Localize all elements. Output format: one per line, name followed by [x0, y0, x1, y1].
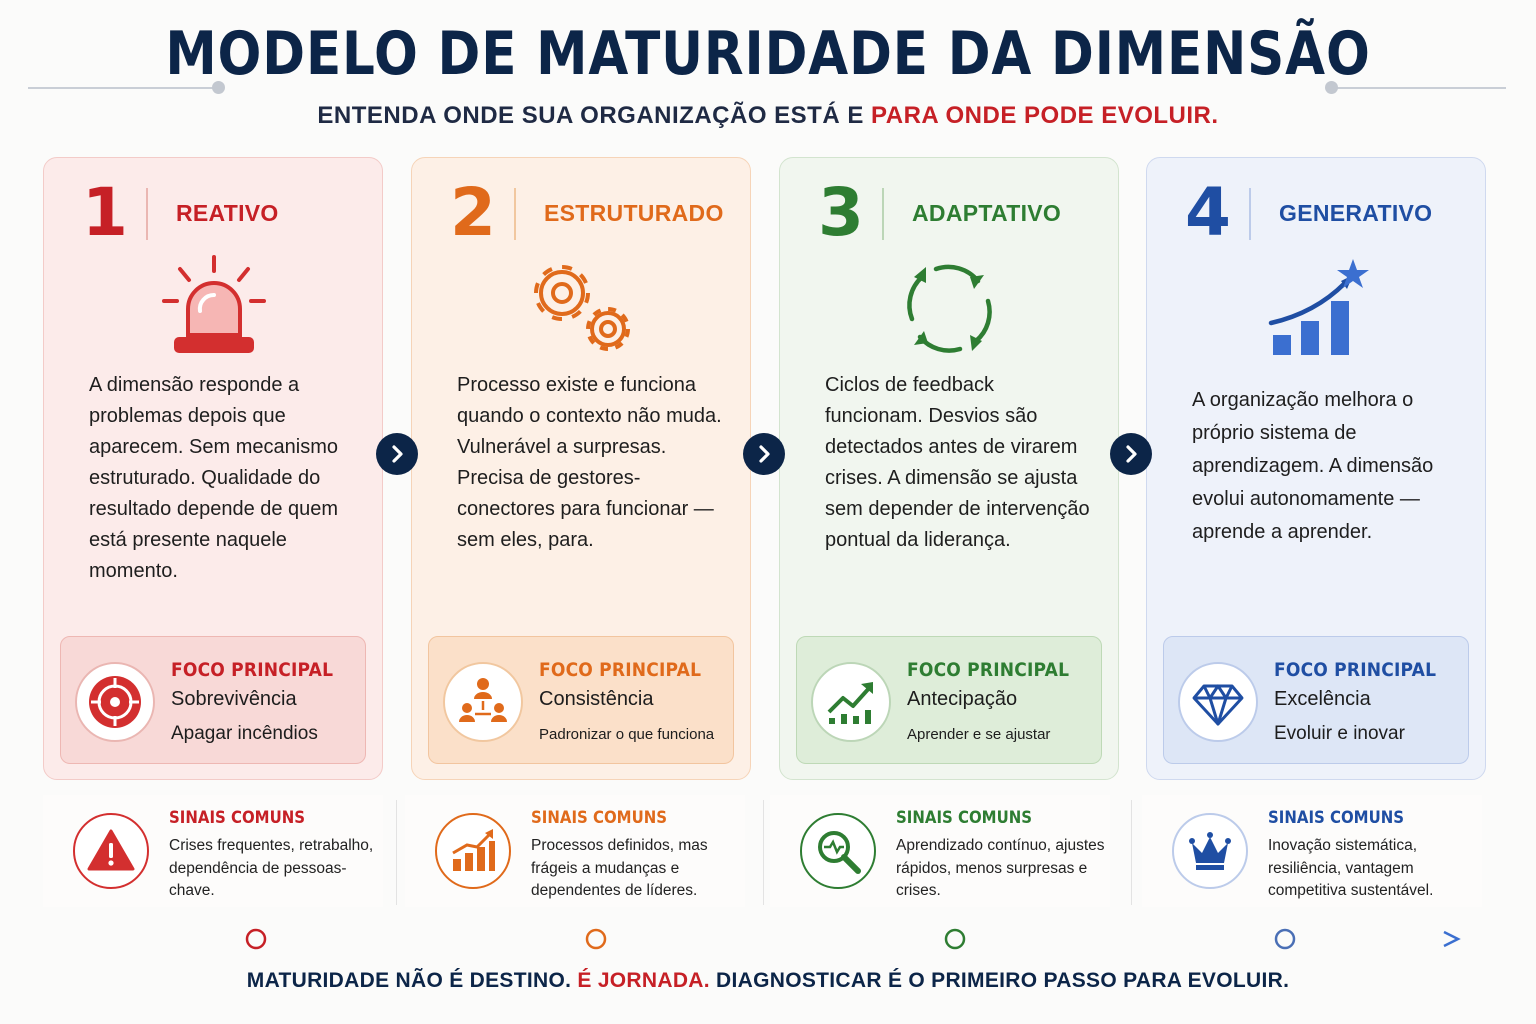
focus-label: FOCO PRINCIPAL [907, 659, 1070, 681]
signals-text: Aprendizado contínuo, ajustes rápidos, m… [896, 837, 1105, 899]
level-divider [514, 188, 516, 240]
subtitle-text: ENTENDA ONDE SUA ORGANIZAÇÃO ESTÁ E [317, 102, 872, 129]
target-icon [89, 676, 141, 728]
focus-icon-wrap [1178, 662, 1258, 742]
page-title: MODELO DE MATURIDADE DA DIMENSÃO [165, 19, 1371, 89]
chevron-right-icon [392, 445, 403, 463]
crown-icon [1189, 832, 1231, 870]
level-name: REATIVO [176, 200, 279, 226]
trend-chart-icon [827, 682, 873, 724]
cycle-arrows-icon [907, 264, 992, 353]
signals-label: SINAIS COMUNS [169, 808, 306, 828]
level-name: GENERATIVO [1279, 200, 1433, 226]
level-card-generativo: 4 GENERATIVO A organização melhora o pró… [1146, 157, 1486, 780]
signals-estruturado: SINAIS COMUNS Processos definidos, mas f… [405, 795, 745, 907]
alarm-siren-icon [162, 255, 266, 353]
focus-main: Antecipação [907, 688, 1018, 710]
signals-text: Inovação sistemática, resiliência, vanta… [1268, 837, 1434, 899]
level-card-reativo: 1 REATIVO A dimensão responde a problema… [43, 157, 383, 780]
focus-sub: Apagar incêndios [171, 723, 318, 744]
signals-divider [1131, 800, 1132, 905]
timeline-node-3 [944, 928, 966, 950]
level-name: ADAPTATIVO [912, 200, 1062, 226]
level-divider [146, 188, 148, 240]
signals-reativo: SINAIS COMUNS Crises frequentes, retraba… [43, 795, 383, 907]
diamond-icon [1192, 684, 1244, 726]
signals-text: Crises frequentes, retrabalho, dependênc… [169, 837, 374, 899]
focus-box: FOCO PRINCIPAL Consistência Padronizar o… [428, 636, 734, 764]
page-subtitle: ENTENDA ONDE SUA ORGANIZAÇÃO ESTÁ E PARA… [0, 102, 1536, 130]
next-level-button-2[interactable] [743, 433, 785, 475]
signals-divider [396, 800, 397, 905]
focus-label: FOCO PRINCIPAL [1274, 659, 1437, 681]
title-decor-dot-right [1325, 81, 1338, 94]
focus-icon-wrap [811, 662, 891, 742]
signals-label: SINAIS COMUNS [531, 808, 668, 828]
title-decor-line-left [28, 87, 218, 89]
chevron-right-icon [759, 445, 770, 463]
level-description: Ciclos de feedback funcionam. Desvios sã… [825, 374, 1090, 551]
signals-divider [763, 800, 764, 905]
gears-icon [534, 265, 630, 351]
focus-main: Excelência [1274, 688, 1371, 710]
footer-highlight: É JORNADA. [577, 969, 710, 992]
focus-box: FOCO PRINCIPAL Sobrevivência Apagar incê… [60, 636, 366, 764]
focus-sub: Evoluir e inovar [1274, 723, 1405, 744]
org-chart-icon [459, 678, 507, 722]
signals-label: SINAIS COMUNS [1268, 808, 1405, 828]
level-card-adaptativo: 3 ADAPTATIVO Ciclos de feedback funciona… [779, 157, 1119, 780]
footer-tagline: MATURIDADE NÃO É DESTINO. É JORNADA. DIA… [0, 969, 1536, 993]
level-number: 2 [450, 174, 496, 251]
next-level-button-3[interactable] [1110, 433, 1152, 475]
timeline-node-2 [585, 928, 607, 950]
level-name: ESTRUTURADO [544, 200, 724, 226]
signals-icon-wrap [800, 813, 876, 889]
level-number: 1 [82, 174, 128, 251]
focus-sub: Padronizar o que funciona [539, 726, 715, 743]
chevron-right-icon [1126, 445, 1137, 463]
focus-main: Consistência [539, 688, 654, 710]
signals-text: Processos definidos, mas frágeis a mudan… [531, 837, 708, 899]
signals-icon-wrap [1172, 813, 1248, 889]
level-divider [882, 188, 884, 240]
level-divider [1249, 188, 1251, 240]
level-description: A dimensão responde a problemas depois q… [89, 374, 339, 582]
signals-icon-wrap [73, 813, 149, 889]
footer-text-1: MATURIDADE NÃO É DESTINO. [246, 969, 578, 992]
warning-icon [87, 829, 135, 871]
subtitle-highlight: PARA ONDE PODE EVOLUIR. [871, 102, 1219, 129]
header [0, 22, 1536, 112]
focus-icon-wrap [443, 662, 523, 742]
focus-sub: Aprender e se ajustar [907, 726, 1051, 743]
focus-label: FOCO PRINCIPAL [171, 659, 334, 681]
level-description: Processo existe e funciona quando o cont… [457, 374, 722, 551]
level-number: 3 [818, 174, 864, 251]
focus-label: FOCO PRINCIPAL [539, 659, 702, 681]
title-decor-dot-left [212, 81, 225, 94]
timeline-node-4 [1274, 928, 1296, 950]
signals-label: SINAIS COMUNS [896, 808, 1033, 828]
timeline-node-1 [245, 928, 267, 950]
focus-box: FOCO PRINCIPAL Antecipação Aprender e se… [796, 636, 1102, 764]
level-description: A organização melhora o próprio sistema … [1192, 389, 1434, 543]
growth-chart-icon [452, 829, 495, 871]
rising-star-chart-icon [1268, 259, 1369, 355]
focus-main: Sobrevivência [171, 688, 297, 710]
footer-text-2: DIAGNOSTICAR É O PRIMEIRO PASSO PARA EVO… [709, 969, 1290, 992]
focus-icon-wrap [75, 662, 155, 742]
signals-generativo: SINAIS COMUNS Inovação sistemática, resi… [1142, 795, 1482, 907]
level-number: 4 [1185, 174, 1231, 251]
level-card-estruturado: 2 ESTRUTURADO Processo existe e funciona… [411, 157, 751, 780]
signals-adaptativo: SINAIS COMUNS Aprendizado contínuo, ajus… [770, 795, 1110, 907]
journey-timeline [64, 928, 1461, 950]
focus-box: FOCO PRINCIPAL Excelência Evoluir e inov… [1163, 636, 1469, 764]
signals-icon-wrap [435, 813, 511, 889]
magnifier-icon [818, 831, 861, 874]
title-decor-line-right [1336, 87, 1506, 89]
timeline-arrowhead [1443, 930, 1461, 948]
next-level-button-1[interactable] [376, 433, 418, 475]
